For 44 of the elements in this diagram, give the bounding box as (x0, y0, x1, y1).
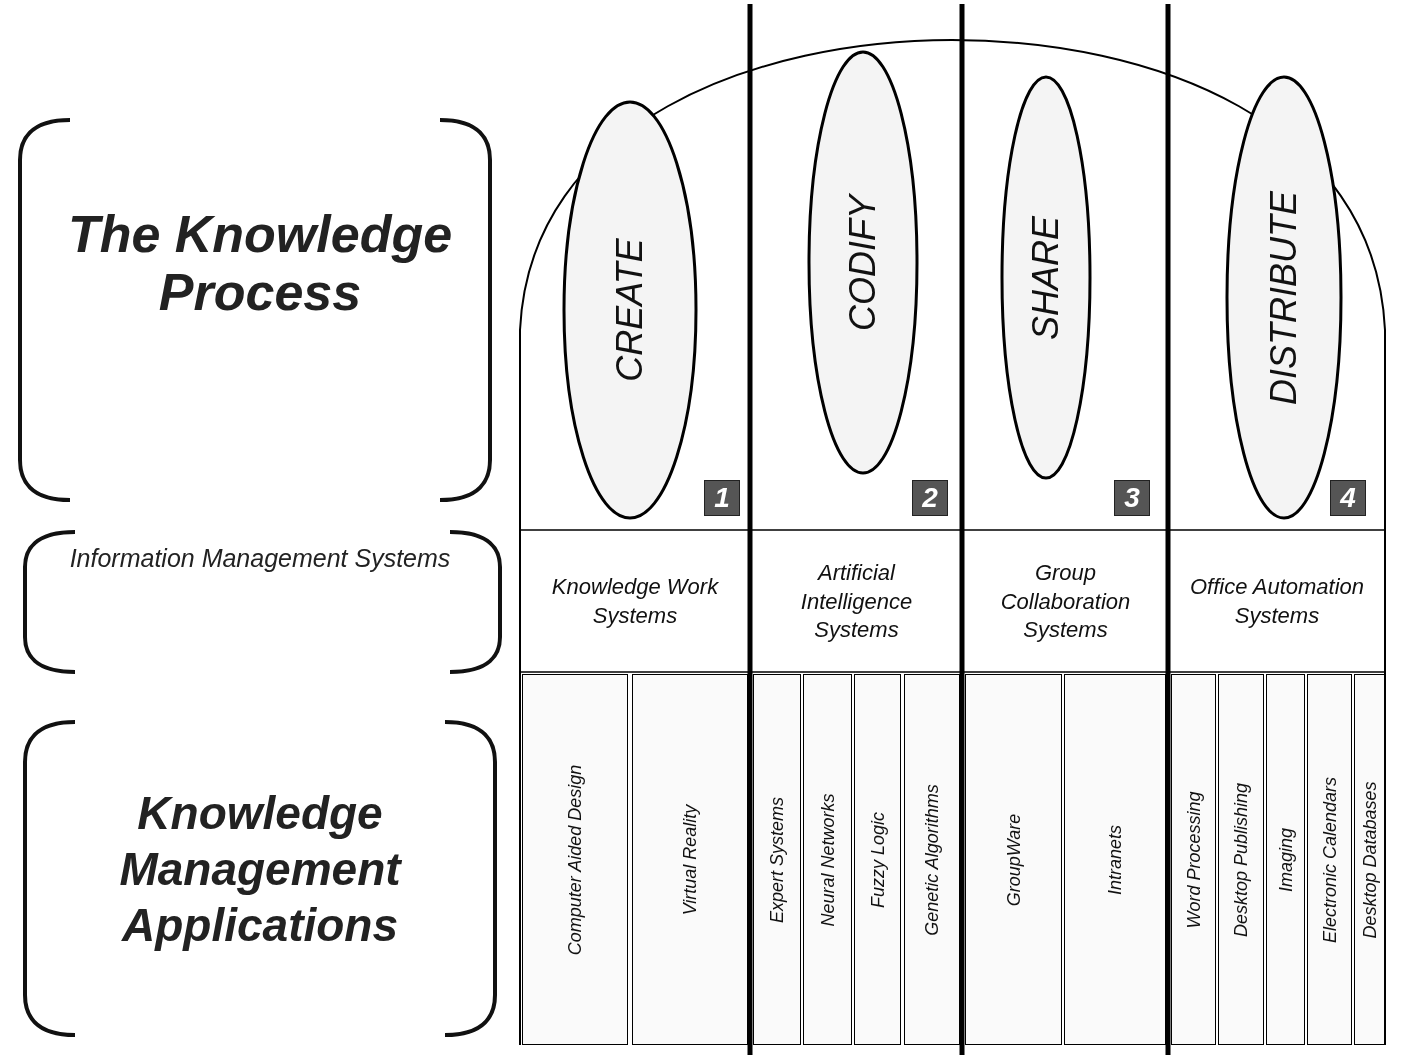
application-cell (1307, 674, 1352, 1045)
process-ellipse (562, 100, 698, 520)
application-cell (522, 674, 628, 1045)
process-name: SHARE (1025, 215, 1067, 340)
side-heading: Knowledge Management Applications (118, 786, 403, 954)
application-cell (1266, 674, 1305, 1045)
application-name: Fuzzy Logic (867, 811, 888, 908)
system-name: Group Collaboration Systems (999, 559, 1132, 645)
application-name: Neural Networks (817, 793, 838, 926)
step-number-badge: 3 (1114, 480, 1150, 516)
application-name: Expert Systems (766, 796, 788, 923)
application-name: GroupWare (1003, 813, 1024, 906)
application-name: Electronic Calendars (1319, 776, 1340, 943)
process-name: CREATE (609, 238, 651, 382)
application-name: Intranets (1104, 824, 1126, 895)
application-cell (1171, 674, 1216, 1045)
application-name: Desktop Publishing (1230, 782, 1252, 937)
application-name: Genetic Algorithms (921, 783, 943, 936)
process-ellipse (807, 50, 919, 475)
application-cell (1064, 674, 1166, 1045)
application-cell (753, 674, 801, 1045)
process-name: DISTRIBUTE (1263, 190, 1305, 405)
process-name: CODIFY (842, 194, 884, 331)
side-heading: The Knowledge Process (66, 205, 454, 322)
side-heading: Information Management Systems (68, 543, 452, 573)
application-name: Desktop Databases (1359, 780, 1380, 939)
application-name: Word Processing (1183, 790, 1204, 929)
application-name: Imaging (1275, 827, 1296, 892)
application-name: Virtual Reality (679, 804, 701, 915)
application-cell (1218, 674, 1264, 1045)
application-cell (632, 674, 748, 1045)
application-cell (965, 674, 1062, 1045)
application-name: Computer Aided Design (564, 764, 586, 955)
system-name: Office Automation Systems (1188, 573, 1365, 630)
application-cell (1354, 674, 1385, 1045)
system-name: Knowledge Work Systems (550, 573, 720, 630)
step-number-badge: 4 (1330, 480, 1366, 516)
application-cell (904, 674, 960, 1045)
application-cell (854, 674, 901, 1045)
application-cell (803, 674, 852, 1045)
system-name: Artificial Intelligence Systems (799, 559, 914, 645)
step-number-badge: 2 (912, 480, 948, 516)
process-ellipse (1000, 75, 1092, 480)
step-number-badge: 1 (704, 480, 740, 516)
